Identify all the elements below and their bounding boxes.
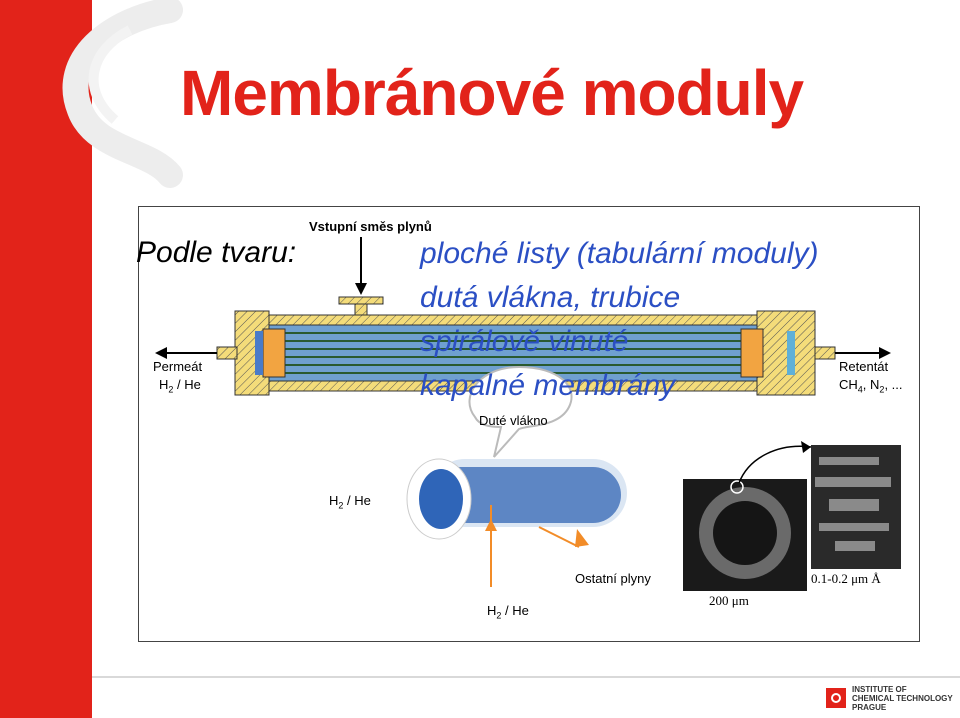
institute-logo-icon xyxy=(826,688,846,708)
list-item: spirálově vinuté xyxy=(420,325,629,358)
retentate-gas-label: CH4, N2, ... xyxy=(839,377,903,395)
fiber-gas-bottom-label: H2 / He xyxy=(487,603,529,621)
list-item: ploché listy (tabulární moduly) xyxy=(420,237,819,270)
list-item: kapalné membrány xyxy=(420,369,676,402)
scale-bar-left: 200 μm xyxy=(709,593,749,608)
retentate-label: Retentát xyxy=(839,359,889,374)
permeate-label: Permeát xyxy=(153,359,203,374)
institute-name: INSTITUTE OF CHEMICAL TECHNOLOGY PRAGUE xyxy=(852,685,953,712)
page-title: Membránové moduly xyxy=(180,57,804,129)
feed-label: Vstupní směs plynů xyxy=(309,219,432,234)
footer-divider xyxy=(92,676,960,678)
subtitle: Podle tvaru: xyxy=(136,236,297,269)
logo-watermark-icon xyxy=(62,0,183,188)
fiber-gas-left-label: H2 / He xyxy=(329,493,371,511)
other-gases-label: Ostatní plyny xyxy=(575,571,651,586)
list-item: dutá vlákna, trubice xyxy=(420,281,681,314)
permeate-gas-label: H2 / He xyxy=(159,377,201,395)
scale-bar-right: 0.1-0.2 μm Å xyxy=(811,571,881,586)
hollow-fiber-label: Duté vlákno xyxy=(479,413,548,428)
membrane-module-figure: Vstupní směs plynů Permeát H2 / He Reten… xyxy=(138,206,920,642)
module-shapes-list: ploché listy (tabulární moduly) dutá vlá… xyxy=(420,232,819,408)
